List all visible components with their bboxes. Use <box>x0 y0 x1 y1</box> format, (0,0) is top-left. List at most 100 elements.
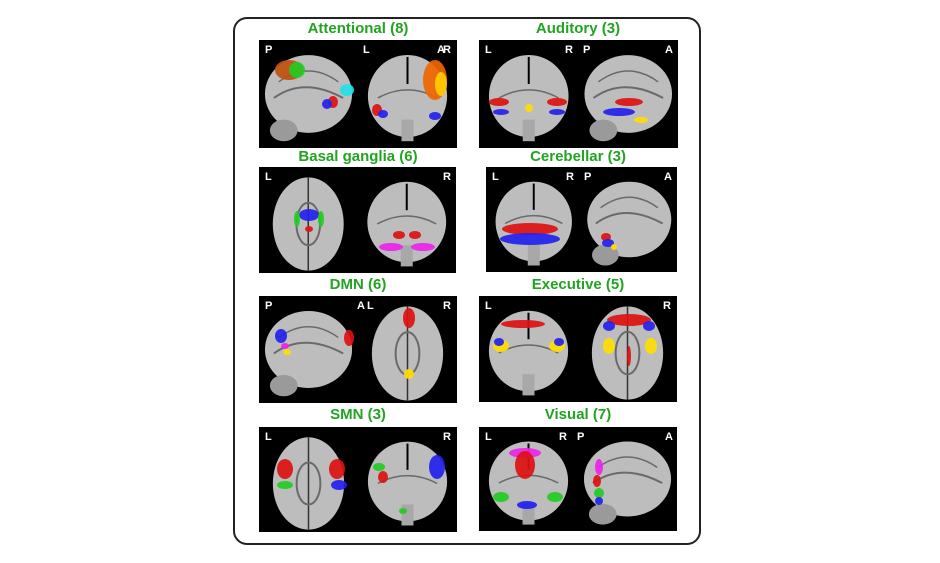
activation-blob <box>373 463 385 471</box>
orientation-label: R <box>443 44 451 56</box>
panel-title: Cerebellar (3) <box>530 148 626 165</box>
activation-blob <box>494 338 504 346</box>
activation-blob <box>634 117 648 123</box>
panel-title: Attentional (8) <box>307 20 409 37</box>
orientation-label: R <box>443 171 451 183</box>
activation-blob <box>603 108 635 116</box>
activation-blob <box>603 321 615 331</box>
activation-blob <box>393 231 405 239</box>
activation-blob <box>593 475 601 487</box>
orientation-label: L <box>265 431 272 443</box>
orientation-label: A <box>437 44 445 56</box>
orientation-label: A <box>357 300 365 312</box>
activation-blob <box>399 508 407 514</box>
orientation-label: P <box>265 44 273 56</box>
orientation-label: P <box>584 171 592 183</box>
activation-blob <box>515 451 535 479</box>
activation-blob <box>403 308 415 328</box>
orientation-label: A <box>665 431 673 443</box>
activation-blob <box>277 481 293 489</box>
brain-coronal-slice <box>488 310 569 392</box>
activation-blob <box>275 329 287 343</box>
brain-coronal-slice <box>488 54 569 138</box>
activation-blob <box>277 459 293 479</box>
activation-blob <box>493 109 509 115</box>
activation-blob <box>645 338 657 354</box>
activation-blob <box>378 110 388 118</box>
activation-blob <box>627 346 631 366</box>
brain-coronal-slice <box>367 441 448 522</box>
activation-blob <box>493 492 509 502</box>
activation-blob <box>305 226 313 232</box>
orientation-label: A <box>664 171 672 183</box>
panel-title: Basal ganglia (6) <box>298 148 418 165</box>
orientation-label: R <box>443 300 451 312</box>
panel-title: Executive (5) <box>531 276 625 293</box>
panel-title: DMN (6) <box>329 276 387 293</box>
activation-blob <box>595 459 603 475</box>
activation-blob <box>404 369 414 379</box>
activation-blob <box>602 239 614 247</box>
activation-blob <box>322 99 332 109</box>
activation-blob <box>411 243 435 251</box>
brain-coronal-slice <box>367 181 447 263</box>
panel-title: Auditory (3) <box>535 20 621 37</box>
activation-blob <box>489 98 509 106</box>
activation-blob <box>500 233 560 245</box>
orientation-label: L <box>363 44 370 56</box>
activation-blob <box>294 211 300 227</box>
activation-blob <box>547 492 563 502</box>
activation-blob <box>554 338 564 346</box>
orientation-label: L <box>485 431 492 443</box>
orientation-label: P <box>583 44 591 56</box>
activation-blob <box>435 72 447 96</box>
activation-blob <box>643 321 655 331</box>
activation-blob <box>429 455 445 479</box>
activation-blob <box>289 62 305 78</box>
activation-blob <box>525 104 533 112</box>
activation-blob <box>547 98 567 106</box>
orientation-label: P <box>265 300 273 312</box>
orientation-label: R <box>559 431 567 443</box>
orientation-label: P <box>577 431 585 443</box>
orientation-label: R <box>443 431 451 443</box>
panel-title: SMN (3) <box>330 406 386 423</box>
activation-blob <box>429 112 441 120</box>
orientation-label: L <box>492 171 499 183</box>
activation-blob <box>318 211 324 227</box>
activation-blob <box>379 243 403 251</box>
activation-blob <box>501 320 545 328</box>
activation-blob <box>344 330 354 346</box>
figure-frame <box>233 17 701 545</box>
activation-blob <box>299 209 319 221</box>
activation-blob <box>594 488 604 498</box>
brain-coronal-slice <box>488 441 569 521</box>
activation-blob <box>607 314 651 326</box>
orientation-label: R <box>663 300 671 312</box>
brain-sagittal-slice <box>583 441 672 517</box>
activation-blob <box>611 244 617 250</box>
orientation-label: L <box>367 300 374 312</box>
activation-blob <box>549 109 565 115</box>
activation-blob <box>378 471 388 483</box>
orientation-label: L <box>265 171 272 183</box>
activation-blob <box>409 231 421 239</box>
activation-blob <box>281 343 289 349</box>
activation-blob <box>331 480 347 490</box>
panel-title: Visual (7) <box>544 406 612 423</box>
orientation-label: R <box>565 44 573 56</box>
activation-blob <box>595 497 603 505</box>
orientation-label: A <box>665 44 673 56</box>
activation-blob <box>517 501 537 509</box>
activation-blob <box>329 459 345 479</box>
orientation-label: L <box>485 300 492 312</box>
activation-blob <box>601 233 611 241</box>
